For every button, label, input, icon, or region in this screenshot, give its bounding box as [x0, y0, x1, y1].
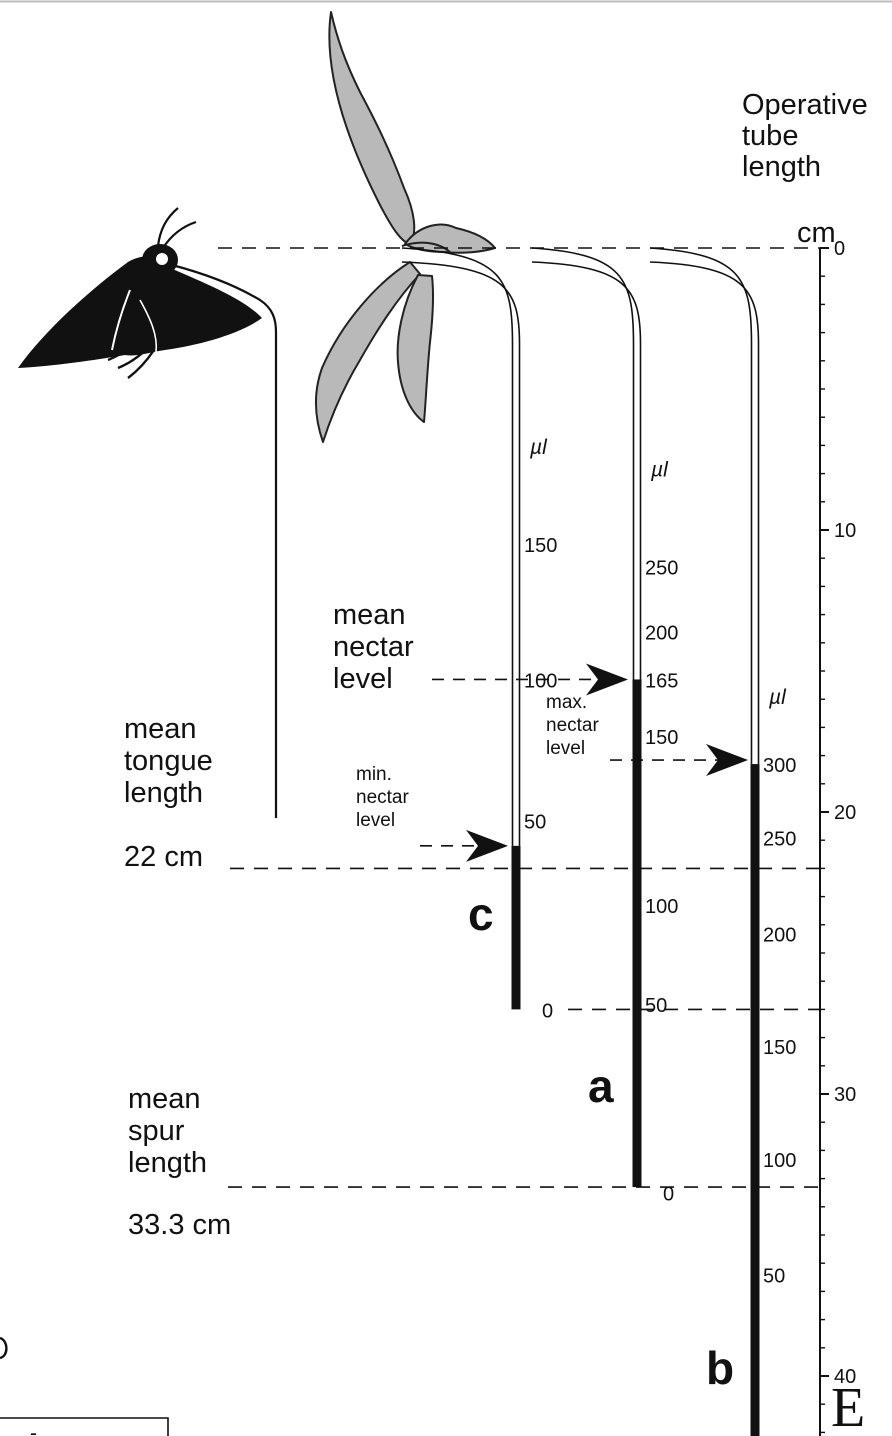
tube-a-outer-wall	[531, 247, 635, 680]
axis-title-line1: Operative	[742, 89, 868, 121]
cropped-neighbor-letter	[0, 1336, 8, 1360]
dynamic-layer: 0 10 20 30 40 µl 150 100 50 0 µl 250 200 165 150 100 50 0…	[218, 238, 856, 1436]
axis-tick-label-40: 40	[834, 1366, 856, 1388]
cropped-neighbor-fragment: -	[30, 1422, 37, 1436]
max-nectar-label-line2: nectar	[546, 715, 599, 736]
tube-b-inner-wall	[649, 261, 760, 765]
tube-b-scale-200: 200	[763, 924, 796, 946]
flower-column	[401, 241, 451, 253]
tube-c-scale-150: 150	[524, 535, 557, 557]
tube-a-scale-150: 150	[645, 727, 678, 749]
mean-nectar-label-line2: nectar	[333, 631, 414, 663]
tube-c-scale-50: 50	[524, 811, 546, 833]
min-nectar-label-line3: level	[356, 810, 395, 831]
tube-c-nectar-column	[511, 845, 521, 1010]
mean-nectar-label-line3: level	[333, 663, 393, 695]
tongue-label-line1: mean	[124, 713, 197, 745]
cropped-neighbor-box	[0, 1417, 169, 1436]
spur-length-value: 33.3 cm	[128, 1209, 231, 1241]
tube-a-scale-165: 165	[645, 670, 678, 692]
tube-b-scale-250: 250	[763, 828, 796, 850]
tube-a-inner-wall	[531, 261, 642, 680]
axis-title-line3: length	[742, 151, 821, 183]
tube-c-scale-0: 0	[542, 1000, 553, 1022]
mean-nectar-label-line1: mean	[333, 599, 406, 631]
moth-silhouette	[18, 207, 262, 379]
tube-b-outer-wall	[649, 247, 753, 765]
spur-label-line1: mean	[128, 1083, 201, 1115]
tongue-label-line2: tongue	[124, 745, 213, 777]
tube-letter-a: a	[588, 1060, 614, 1112]
tube-c-scale-100: 100	[524, 670, 557, 692]
tube-c-inner-wall	[401, 261, 521, 846]
tube-a-unit: µl	[650, 459, 669, 482]
axis-tick-label-30: 30	[834, 1084, 856, 1106]
tube-b-unit: µl	[768, 686, 787, 709]
axis-tick-label-20: 20	[834, 802, 856, 824]
axis-tick-label-0: 0	[834, 238, 845, 260]
tube-a-scale-200: 200	[645, 623, 678, 645]
tube-a-nectar-column	[632, 679, 642, 1188]
min-nectar-label-line1: min.	[356, 764, 392, 785]
moth-tongue	[171, 263, 278, 818]
axis-title-line2: tube	[742, 120, 798, 152]
tube-a-scale-50: 50	[645, 995, 667, 1017]
tube-b-scale-150: 150	[763, 1037, 796, 1059]
tube-letter-c: c	[468, 888, 494, 940]
spur-label-line3: length	[128, 1147, 207, 1179]
orchid-flower-illustration	[314, 11, 496, 443]
axis-unit: cm	[797, 217, 836, 249]
max-nectar-arrow-head	[706, 744, 748, 777]
tube-c-outer-wall	[401, 247, 514, 846]
panel-letter: E	[831, 1377, 865, 1436]
tube-a-scale-0: 0	[663, 1184, 674, 1206]
min-nectar-arrow-head	[466, 829, 508, 862]
tube-b-scale-300: 300	[763, 755, 796, 777]
tube-b-nectar-column	[750, 764, 760, 1436]
max-nectar-label-line3: level	[546, 738, 585, 759]
min-nectar-label-line2: nectar	[356, 787, 409, 808]
tube-letter-b: b	[706, 1342, 734, 1394]
tongue-length-value: 22 cm	[124, 841, 203, 873]
spur-label-line2: spur	[128, 1115, 185, 1147]
max-nectar-label-line1: max.	[546, 692, 587, 713]
tube-b-scale-100: 100	[763, 1150, 796, 1172]
tube-a-scale-250: 250	[645, 558, 678, 580]
tube-c-unit: µl	[529, 436, 548, 459]
mean-nectar-arrow-head	[586, 663, 628, 696]
tube-a-scale-100: 100	[645, 896, 678, 918]
tongue-label-line3: length	[124, 777, 203, 809]
tube-b-scale-50: 50	[763, 1265, 785, 1287]
axis-tick-label-10: 10	[834, 520, 856, 542]
